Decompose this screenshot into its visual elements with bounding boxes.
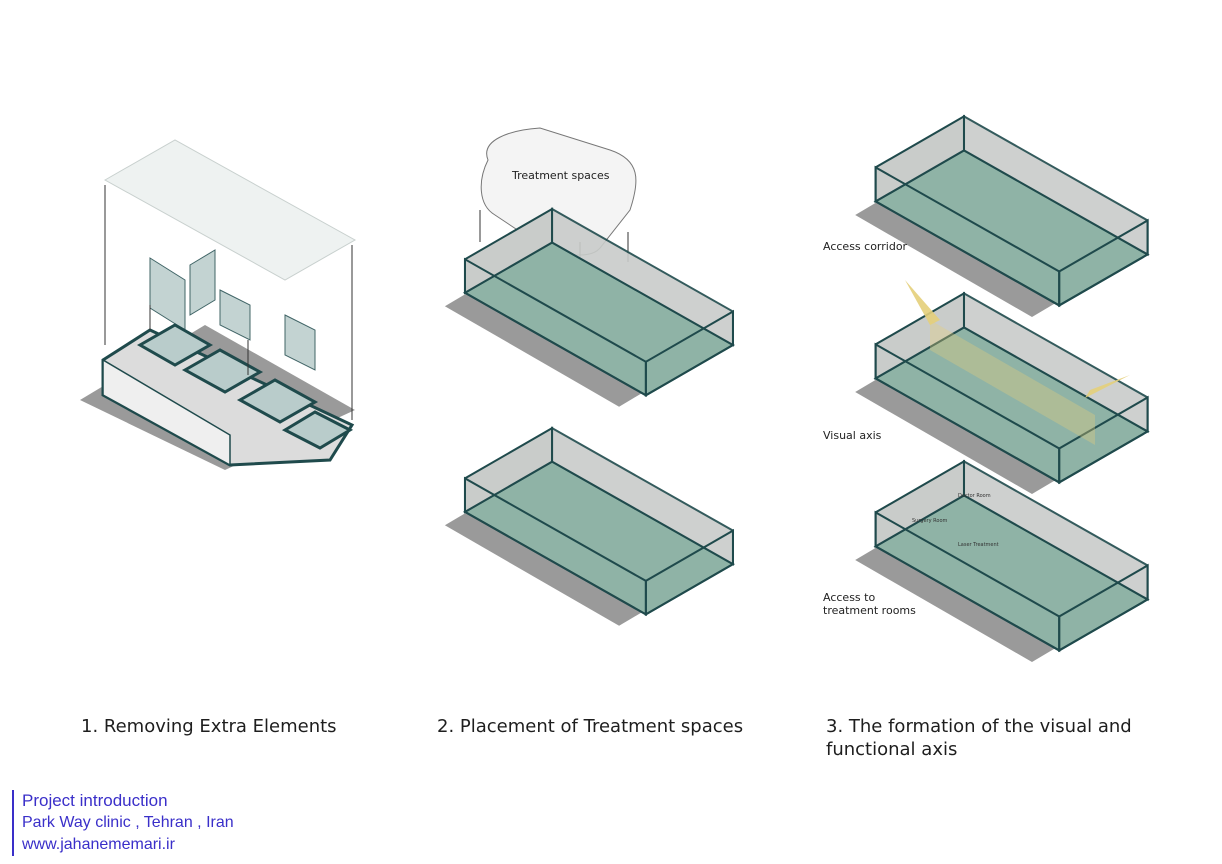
treatment-spaces-label: Treatment spaces [511,169,610,182]
watermark-project: Park Way clinic , Tehran , Iran [22,814,234,831]
clinic-shell-corridor [854,115,1149,319]
visual-axis-label: Visual axis [823,429,882,442]
watermark-title: Project introduction [22,791,168,810]
clinic-shell-bottom [443,427,734,627]
lift-arrows [104,185,353,420]
step3-caption: 3. The formation of the visual and funct… [826,716,1132,760]
clinic-shell-visual [854,292,1149,496]
watermark-site[interactable]: www.jahanememari.ir [22,836,175,853]
access-rooms-label-1: Access to [823,591,875,604]
floating-partitions [149,249,316,371]
clinic-shell-access [854,460,1149,664]
interior-rooms [136,323,354,450]
visual-axis-zone [930,320,1095,445]
laser-treatment-label: Laser Treatment [958,542,999,548]
sun-rays-right [1085,375,1130,398]
doctor-room-label: Doctor Room [958,493,991,499]
step1-caption: 1. Removing Extra Elements [81,716,337,737]
step2-caption: 2. Placement of Treatment spaces [437,716,744,737]
access-rooms-label-2: treatment rooms [823,604,916,617]
treatment-spaces-diagram: Treatment spaces [443,127,734,627]
access-corridor-label: Access corridor [823,240,908,253]
clinic-shell-top [443,208,734,408]
treatment-volume [480,127,637,256]
front-wall [102,358,231,467]
roof-plane [103,139,357,281]
surgery-room-label: Surgery Room [912,518,948,524]
sun-rays-left [905,280,940,325]
removing-elements-diagram [80,139,357,470]
axis-formation-diagram: Access corridor Visual axis Access to tr… [823,115,1149,664]
watermark-block: Project introduction Park Way clinic , T… [12,790,234,856]
